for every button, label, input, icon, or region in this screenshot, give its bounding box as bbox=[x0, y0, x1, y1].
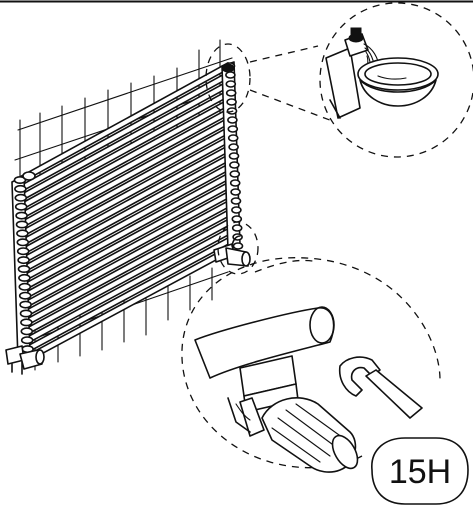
manifold-ring bbox=[225, 89, 237, 97]
manifold-ring bbox=[17, 256, 30, 265]
bleed-valve-highlight bbox=[205, 43, 251, 113]
step-badge: 15H bbox=[371, 437, 469, 505]
manifold-ring bbox=[20, 327, 34, 336]
drain-valve-highlight bbox=[217, 221, 259, 275]
manifold-ring bbox=[18, 291, 32, 300]
manifold-ring bbox=[14, 202, 28, 211]
bleed-detail-inset bbox=[319, 2, 473, 158]
manifold-ring bbox=[227, 116, 238, 124]
manifold-ring bbox=[20, 336, 34, 345]
manifold-ring bbox=[229, 170, 241, 178]
manifold-ring bbox=[16, 229, 29, 238]
manifold-ring bbox=[231, 215, 243, 223]
manifold-ring bbox=[18, 273, 31, 282]
manifold-ring bbox=[20, 318, 33, 327]
radiator-bottom-left-valve bbox=[5, 345, 45, 375]
manifold-ring bbox=[15, 211, 28, 220]
manifold-ring bbox=[225, 71, 236, 79]
manifold-ring bbox=[16, 238, 30, 247]
drain-detail-inset bbox=[181, 257, 441, 473]
manifold-ring bbox=[230, 197, 242, 205]
manifold-ring bbox=[14, 184, 27, 193]
manifold-ring bbox=[231, 224, 243, 232]
manifold-ring bbox=[16, 247, 30, 256]
manifold-ring bbox=[226, 98, 237, 106]
manifold-ring bbox=[229, 179, 241, 187]
bleed-leader-lower bbox=[249, 89, 336, 123]
manifold-ring bbox=[19, 309, 33, 318]
manifold-ring bbox=[225, 80, 237, 88]
bleed-leader-upper bbox=[249, 45, 319, 63]
drain-leader bbox=[254, 259, 319, 273]
bleed-valve bbox=[22, 63, 235, 181]
manifold-ring bbox=[229, 161, 240, 169]
manifold-ring bbox=[228, 152, 240, 160]
manifold-ring bbox=[14, 193, 28, 202]
manifold-ring bbox=[230, 188, 241, 196]
radiator-tubes bbox=[19, 62, 237, 362]
manifold-ring bbox=[17, 264, 31, 273]
step-label: 15H bbox=[389, 453, 451, 491]
manifold-ring bbox=[227, 125, 239, 133]
manifold-ring bbox=[227, 134, 239, 142]
manifold-ring bbox=[19, 300, 32, 309]
manifold-ring bbox=[232, 242, 244, 250]
drain-valve bbox=[213, 235, 251, 267]
manifold-ring bbox=[228, 143, 239, 151]
radiator-left-manifold bbox=[11, 175, 35, 362]
manifold-ring bbox=[15, 220, 29, 229]
manifold-ring bbox=[18, 282, 32, 291]
manifold-ring bbox=[231, 206, 242, 214]
